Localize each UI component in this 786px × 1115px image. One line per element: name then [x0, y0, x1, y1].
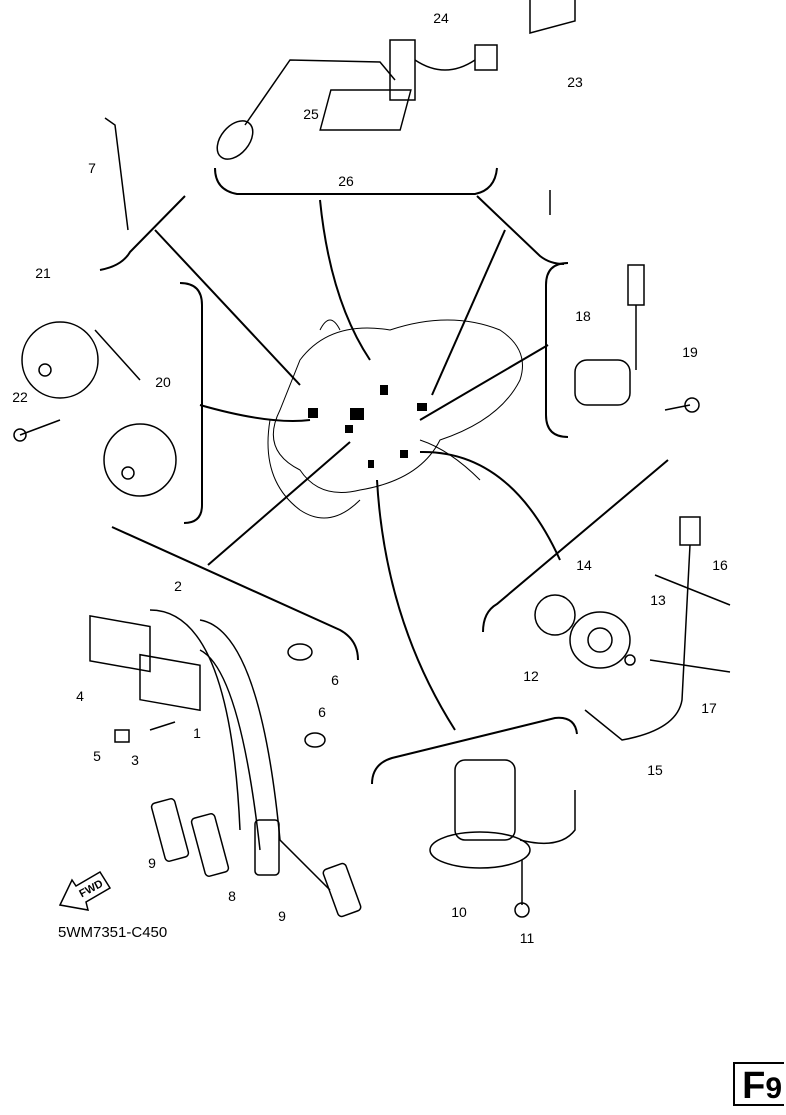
bolt-3: [149, 721, 176, 731]
part-label: 23: [567, 74, 583, 90]
panel-bottom: [371, 716, 578, 785]
page-id-box: F9: [733, 1062, 784, 1107]
motorcycle-outline: [267, 319, 523, 519]
part-label: 7: [88, 160, 96, 176]
part-label: 4: [76, 688, 84, 704]
horn-21: [21, 321, 141, 399]
part-label: 6: [318, 704, 326, 720]
bolt-22: [13, 419, 61, 442]
fuel-sender-unit: [216, 39, 498, 160]
fwd-arrow: [58, 870, 112, 911]
part-label: 25: [303, 106, 319, 122]
bolt-11: [514, 860, 530, 918]
panel-lower-left: [111, 526, 359, 661]
fwd-text: FWD: [77, 878, 105, 900]
horn-20: [103, 423, 177, 497]
part-label: 13: [650, 592, 666, 608]
speed-sensor-18: [574, 264, 645, 406]
part-label: 10: [451, 904, 467, 920]
starter-relay-10: [429, 759, 576, 869]
part-label: 14: [576, 557, 592, 573]
component-markers: [308, 385, 427, 468]
nut-5: [114, 729, 130, 743]
clamps-6: [287, 643, 326, 748]
wire-lead: [584, 516, 701, 741]
part-label: 12: [523, 668, 539, 684]
part-label: 22: [12, 389, 28, 405]
part-label: 15: [647, 762, 663, 778]
part-label: 19: [682, 344, 698, 360]
neutral-switch-12: [569, 611, 631, 669]
part-label: 21: [35, 265, 51, 281]
cable-tie-17: [649, 659, 731, 673]
ignition-coils: [89, 609, 331, 891]
part-label: 3: [131, 752, 139, 768]
part-label: 16: [712, 557, 728, 573]
part-label: 26: [338, 173, 354, 189]
cable-tie-7: [104, 117, 129, 231]
relay: [529, 0, 576, 215]
part-label: 5: [93, 748, 101, 764]
drawing-code: 5WM7351-C450: [58, 924, 168, 941]
part-label: 6: [331, 672, 339, 688]
part-label: 18: [575, 308, 591, 324]
panel-lower-right: [482, 459, 669, 633]
part-label: 11: [519, 930, 535, 946]
panel-right-top: [476, 195, 565, 265]
cable-tie-16: [654, 574, 731, 606]
part-label: 1: [193, 725, 201, 741]
o-ring-14: [534, 594, 576, 636]
part-label: 9: [278, 908, 286, 924]
panel-right: [545, 262, 569, 438]
part-label: 8: [228, 888, 236, 904]
panel-top: [214, 167, 498, 195]
part-label: 2: [174, 578, 182, 594]
part-label: 9: [148, 855, 156, 871]
part-label: 17: [701, 700, 717, 716]
part-label: 24: [433, 10, 449, 26]
page-number: 9: [765, 1072, 782, 1105]
part-label: 20: [155, 374, 171, 390]
plug-caps: [150, 798, 362, 918]
leader-lines: [154, 199, 561, 731]
page-letter: F: [742, 1065, 766, 1107]
bolt-19: [664, 397, 700, 413]
panel-left-top: [99, 195, 186, 271]
panel-left: [179, 282, 203, 524]
